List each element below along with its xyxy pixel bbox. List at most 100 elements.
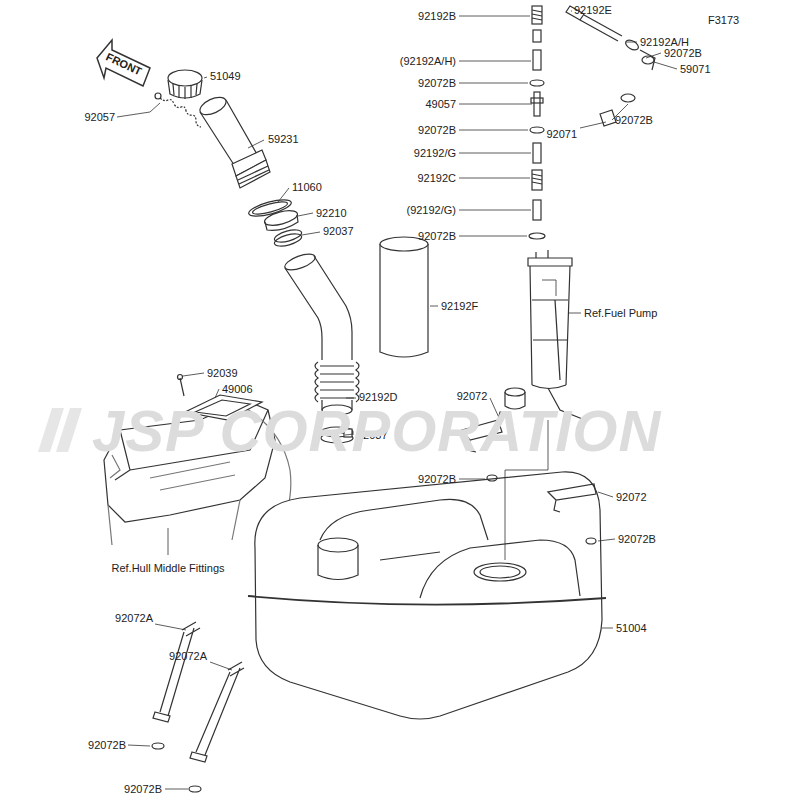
- leader-lines: [168, 528, 169, 555]
- vent-hoses: [532, 174, 542, 184]
- callout-number: 92210: [316, 207, 347, 220]
- fuel-cap: [168, 70, 202, 99]
- nut: [265, 215, 298, 230]
- vent-hoses: [529, 6, 545, 239]
- fuel-tank: [318, 538, 358, 552]
- strap-long: [190, 752, 207, 762]
- callout-number: 92072B: [615, 114, 653, 127]
- clamp: [273, 232, 303, 249]
- vent-hoses-right: [624, 38, 640, 52]
- callout-number: 92072B: [418, 124, 456, 137]
- clamp: [273, 228, 303, 249]
- tether: [155, 93, 201, 127]
- fuel-tank: [420, 540, 580, 598]
- strap-long: [153, 712, 170, 722]
- callout-number: (92192/G): [406, 204, 456, 217]
- fuel-pump: [555, 300, 560, 380]
- fuel-pump: [530, 266, 570, 385]
- strap: [548, 484, 596, 512]
- callout-number: 92072A: [115, 612, 153, 625]
- fuel-pump: [532, 300, 568, 340]
- vent-hoses: [531, 98, 543, 103]
- fuel-cap: [173, 84, 197, 99]
- callout-number: 49057: [425, 98, 456, 111]
- strap-long: [189, 786, 201, 792]
- strap: [548, 484, 596, 544]
- callout-number: 11060: [292, 181, 322, 194]
- filler-hose: [283, 251, 359, 415]
- vent-hoses: [530, 127, 544, 133]
- leader-lines: [459, 236, 527, 237]
- leader-lines: [459, 130, 528, 131]
- fuel-tank: [248, 596, 606, 605]
- vent-hoses: [533, 50, 541, 70]
- vent-hoses-right: [566, 6, 655, 126]
- leader-lines: [459, 178, 530, 179]
- vent-hoses: [530, 80, 544, 86]
- leader-lines: [580, 122, 606, 128]
- leader-lines: [430, 306, 438, 307]
- hull-fitting: [108, 500, 240, 545]
- leader-lines: [165, 789, 188, 790]
- leader-lines: [215, 389, 219, 398]
- callout-number: 92057: [84, 111, 115, 124]
- callout-number: (92192A/H): [400, 55, 456, 68]
- callout-number: 92192C: [417, 172, 456, 185]
- leader-lines: [571, 11, 572, 12]
- fuel-tank: [255, 472, 602, 719]
- leader-lines: [602, 628, 613, 629]
- strap: [487, 475, 497, 481]
- vent-hoses: [533, 30, 541, 42]
- sleeve: [380, 244, 428, 357]
- callout-number: 92072B: [418, 473, 456, 486]
- callout-number: 92072: [616, 491, 647, 504]
- fuel-tank: [318, 545, 358, 580]
- fuel-tank: [480, 566, 520, 578]
- tether: [160, 98, 201, 127]
- leader-lines: [155, 624, 186, 630]
- callout-number: 92192B: [418, 10, 456, 23]
- fuel-pump: [505, 250, 585, 420]
- leader-lines: [117, 103, 160, 117]
- filler-hose: [356, 362, 359, 402]
- strap-long: [152, 743, 164, 749]
- callout-number: 92037: [323, 225, 354, 238]
- leader-lines: [459, 210, 531, 211]
- callout-number: F3173: [708, 14, 739, 27]
- vent-hoses-right: [580, 15, 622, 41]
- filler-neck: [236, 160, 270, 188]
- callout-number: 92192E: [574, 4, 612, 17]
- strap-long: [196, 662, 244, 755]
- callout-number: 92071: [546, 128, 577, 141]
- callout-number: 59071: [680, 63, 711, 76]
- callout-number: 92072B: [664, 47, 702, 60]
- leader-lines: [459, 16, 530, 17]
- vent-hoses: [533, 200, 541, 220]
- leader-lines: [210, 662, 232, 670]
- cover-plate: [180, 378, 184, 396]
- strap: [586, 538, 596, 544]
- vent-hoses: [533, 143, 541, 163]
- vent-hoses-right: [640, 50, 655, 70]
- leader-lines: [459, 153, 531, 154]
- filler-hose: [285, 256, 352, 360]
- filler-hose: [283, 251, 317, 273]
- leader-lines: [459, 61, 531, 62]
- callout-number: 51049: [210, 70, 241, 83]
- callout-number: 92072B: [618, 533, 656, 546]
- leader-lines: [459, 83, 528, 84]
- vent-hoses-right: [621, 94, 635, 102]
- callout-number: 92072B: [124, 783, 162, 796]
- leader-lines: [542, 280, 556, 296]
- filler-neck: [238, 166, 269, 184]
- front-arrow: [97, 40, 150, 86]
- fuel-tank: [248, 472, 606, 719]
- callout-number: 92192/G: [414, 147, 456, 160]
- filler-hose: [320, 366, 354, 398]
- callout-number: 59231: [268, 133, 299, 146]
- leader-lines: [128, 745, 150, 746]
- leader-lines: [298, 213, 313, 216]
- hull-fitting: [150, 462, 235, 490]
- leader-lines: [459, 104, 532, 105]
